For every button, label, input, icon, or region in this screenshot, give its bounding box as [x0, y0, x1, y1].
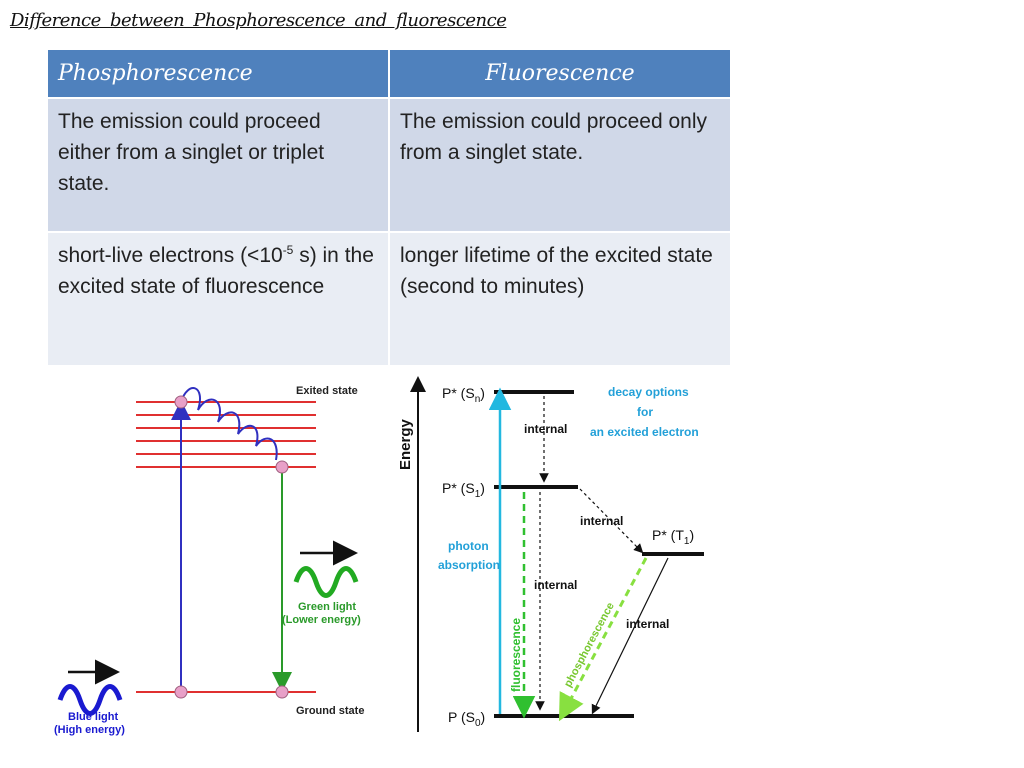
table-row: The emission could proceed either from a…	[48, 97, 730, 232]
green-light-label: Green light	[298, 601, 356, 613]
blue-light-label: Blue light	[68, 711, 118, 723]
comparison-table: Phosphorescence Fluorescence The emissio…	[48, 50, 730, 365]
electron-ball	[275, 460, 289, 474]
green-wave-icon	[293, 566, 359, 598]
excited-state-label: Exited state	[296, 385, 358, 397]
cell-row1-left: The emission could proceed either from a…	[48, 97, 390, 232]
excited-levels	[136, 401, 316, 468]
level-t1-label: P* (T1)	[652, 527, 694, 547]
table-header-row: Phosphorescence Fluorescence	[48, 50, 730, 98]
energy-level-diagram: Exited state Ground state Green light (L…	[54, 385, 364, 736]
cell-row1-right: The emission could proceed only from a s…	[389, 97, 730, 232]
internal-label-3: internal	[580, 514, 623, 528]
internal-label-4: internal	[626, 617, 669, 631]
phosphorescence-label: phosphorescence	[562, 601, 617, 690]
header-fluorescence: Fluorescence	[389, 50, 730, 98]
absorption-label: absorption	[438, 558, 500, 572]
internal-label-2: internal	[534, 578, 577, 592]
internal-arrow-s1-t1	[579, 488, 644, 554]
internal-arrow-t1-s0	[591, 557, 669, 715]
green-energy-label: (Lower energy)	[282, 614, 361, 626]
energy-axis-label: Energy	[397, 418, 414, 470]
relaxation-loops	[180, 387, 278, 461]
header-phosphorescence: Phosphorescence	[48, 50, 390, 98]
cell-row2-right: longer lifetime of the excited state (se…	[389, 231, 730, 365]
blue-energy-label: (High energy)	[54, 724, 125, 736]
ground-state-label: Ground state	[296, 705, 364, 717]
table-row: short-live electrons (<10-5 s) in the ex…	[48, 231, 730, 365]
photon-label: photon	[448, 539, 489, 553]
electron-ball	[174, 685, 188, 699]
decay-options-line1: decay options	[608, 385, 689, 399]
slide-title: Difference between Phosphorescence and f…	[10, 10, 507, 31]
cell-row2-left: short-live electrons (<10-5 s) in the ex…	[48, 231, 390, 365]
cell-row2-left-post: s) in the excited state of fluorescence	[58, 244, 374, 298]
level-sn-label: P* (Sn)	[442, 385, 485, 405]
decay-options-line2: for	[637, 405, 653, 419]
decay-options-line3: an excited electron	[590, 425, 699, 439]
electron-ball	[174, 395, 188, 409]
blue-wave-icon	[57, 684, 123, 716]
level-s1-label: P* (S1)	[442, 480, 485, 500]
cell-row2-left-pre: short-live electrons (<10	[58, 244, 283, 267]
phosphorescence-arrow	[558, 557, 648, 722]
cell-row2-left-exponent: -5	[282, 243, 294, 257]
jablonski-diagram: Energy P* (Sn) P* (S1) P* (T1) P (S0) ph…	[397, 376, 704, 732]
internal-label-1: internal	[524, 422, 567, 436]
fluorescence-label: fluorescence	[509, 618, 523, 692]
level-s0-label: P (S0)	[448, 709, 485, 729]
electron-ball	[275, 685, 289, 699]
